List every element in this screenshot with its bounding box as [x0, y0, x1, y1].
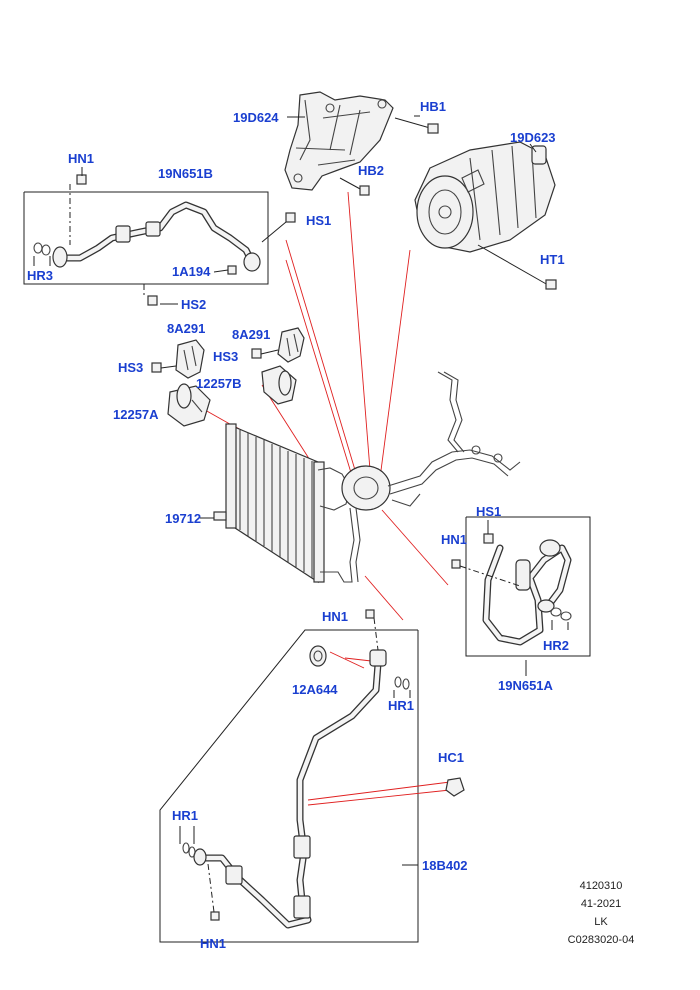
nut-hn1-right — [451, 559, 521, 587]
label-8a291-left: 8A291 — [167, 321, 205, 336]
assembled-view — [317, 371, 521, 583]
label-hr2: HR2 — [543, 638, 569, 653]
bracket-12257a — [167, 383, 211, 427]
clip-hc1 — [445, 777, 465, 797]
compressor-bracket — [284, 91, 394, 191]
seal-rings-hr1-mid — [393, 676, 411, 698]
label-leaders — [81, 115, 537, 866]
group-frame-19n651a — [465, 516, 591, 657]
label-hn1-top: HN1 — [68, 151, 94, 166]
doc-code-1: 4120310 — [579, 880, 623, 892]
label-19d624: 19D624 — [233, 110, 279, 125]
doc-code-4: C0283020-04 — [567, 934, 635, 946]
nut-hn1-top — [69, 174, 87, 245]
label-hs3-right: HS3 — [213, 349, 238, 364]
bracket-12257b — [261, 365, 297, 405]
label-hr1-low: HR1 — [172, 808, 198, 823]
hose-19n651a — [482, 539, 572, 646]
label-hn1-bottom: HN1 — [200, 936, 226, 951]
label-19712: 19712 — [165, 511, 201, 526]
doc-code-3: LK — [594, 916, 608, 928]
bolt-hb1 — [394, 117, 439, 134]
label-hs1-top: HS1 — [306, 213, 331, 228]
label-19n651a: 19N651A — [498, 678, 554, 693]
label-19d623: 19D623 — [510, 130, 556, 145]
label-hc1: HC1 — [438, 750, 464, 765]
label-hb1: HB1 — [420, 99, 446, 114]
label-hr1-mid: HR1 — [388, 698, 414, 713]
clip-1a194 — [227, 265, 237, 275]
label-12257b: 12257B — [196, 376, 242, 391]
group-frame-19n651b — [23, 191, 269, 285]
pipe-18b402 — [193, 649, 387, 929]
label-1a194: 1A194 — [172, 264, 211, 279]
label-18b402: 18B402 — [422, 858, 468, 873]
label-hn1-mid: HN1 — [322, 609, 348, 624]
label-8a291-right: 8A291 — [232, 327, 270, 342]
label-hr3: HR3 — [27, 268, 53, 283]
seal-rings-hr1-low — [179, 826, 196, 858]
label-hb2: HB2 — [358, 163, 384, 178]
label-hs2: HS2 — [181, 297, 206, 312]
label-hs1-right: HS1 — [476, 504, 501, 519]
label-12a644: 12A644 — [292, 682, 338, 697]
doc-code-2: 41-2021 — [580, 898, 622, 910]
nut-hn1-mid — [365, 609, 379, 651]
bolt-ht1 — [477, 244, 557, 290]
bolt-hs3-right — [251, 348, 279, 359]
hose-19n651b — [52, 201, 261, 272]
group-frame-18b402 — [159, 629, 419, 943]
bolt-hs2 — [143, 284, 158, 306]
condenser — [213, 423, 325, 584]
label-19n651b: 19N651B — [158, 166, 213, 181]
ac-compressor — [414, 141, 556, 253]
label-hs3-left: HS3 — [118, 360, 143, 375]
seal-rings-hr3 — [33, 242, 51, 266]
bolt-hb2 — [339, 177, 370, 196]
label-hn1-right: HN1 — [441, 532, 467, 547]
bolt-hs1-top — [261, 212, 296, 243]
bracket-8a291-left — [175, 339, 205, 379]
seal-rings-hr2 — [550, 607, 572, 630]
bracket-8a291-right — [277, 327, 305, 363]
bolt-hs3-left — [151, 362, 177, 373]
nut-hn1-bottom — [207, 863, 220, 921]
bolt-hs1-right — [483, 520, 494, 544]
label-12257a: 12257A — [113, 407, 159, 422]
label-ht1: HT1 — [540, 252, 565, 267]
pressure-switch-12a644 — [309, 645, 327, 667]
